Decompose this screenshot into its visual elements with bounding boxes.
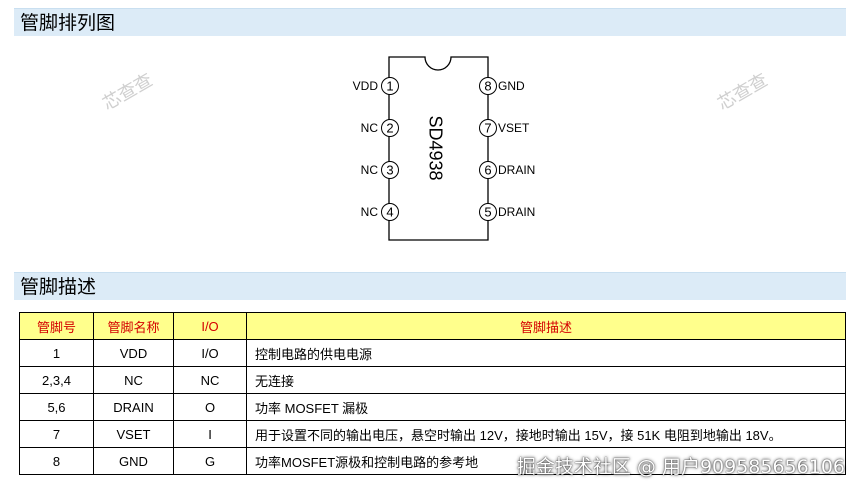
left-pin-2: 2 NC — [361, 119, 399, 137]
left-pin-label: NC — [361, 163, 379, 177]
header-io: I/O — [173, 312, 247, 340]
right-pin-7: 7 VSET — [479, 119, 530, 137]
right-pin-label: GND — [498, 79, 525, 93]
right-pin-label: DRAIN — [498, 205, 535, 219]
cell-pin-name: NC — [93, 366, 174, 394]
cell-description: 无连接 — [246, 366, 846, 394]
left-pin-number: 1 — [386, 79, 393, 94]
right-pin-8: 8 GND — [479, 77, 525, 95]
header-pin-name: 管脚名称 — [93, 312, 174, 340]
cell-pin-number: 8 — [19, 447, 94, 475]
cell-description: 控制电路的供电电源 — [246, 339, 846, 367]
cell-pin-number: 1 — [19, 339, 94, 367]
cell-pin-name: DRAIN — [93, 393, 174, 421]
right-pin-label: DRAIN — [498, 163, 535, 177]
cell-io: I — [173, 420, 247, 448]
left-pin-3: 3 NC — [361, 161, 399, 179]
left-pin-label: NC — [361, 121, 379, 135]
left-pin-number: 2 — [386, 121, 393, 136]
cell-pin-number: 7 — [19, 420, 94, 448]
cell-io: G — [173, 447, 247, 475]
credit-watermark: 掘金技术社区 @ 用户909585656106 — [516, 456, 845, 478]
right-pin-number: 6 — [484, 163, 491, 178]
left-pin-label: NC — [361, 205, 379, 219]
chip-body — [388, 56, 489, 241]
section-title-description: 管脚描述 — [14, 272, 846, 300]
right-pin-number: 8 — [484, 79, 491, 94]
table-row: 1 VDD I/O 控制电路的供电电源 — [19, 339, 846, 367]
chip-pinout-diagram: SD4938 1 VDD 2 NC 3 NC 4 NC 8 GND 7 VSET… — [353, 56, 535, 241]
cell-description: 用于设置不同的输出电压，悬空时输出 12V，接地时输出 15V，接 51K 电阻… — [246, 420, 846, 448]
right-pin-number: 5 — [484, 205, 491, 220]
cell-pin-number: 5,6 — [19, 393, 94, 421]
left-pin-number: 4 — [386, 205, 393, 220]
table-row: 5,6 DRAIN O 功率 MOSFET 漏极 — [19, 393, 846, 421]
right-pin-label: VSET — [498, 121, 530, 135]
left-pin-4: 4 NC — [361, 203, 399, 221]
right-pin-6: 6 DRAIN — [479, 161, 535, 179]
cell-pin-number: 2,3,4 — [19, 366, 94, 394]
cell-io: O — [173, 393, 247, 421]
pin-description-table: 管脚号 管脚名称 I/O 管脚描述 1 VDD I/O 控制电路的供电电源 2,… — [19, 312, 846, 475]
cell-pin-name: VSET — [93, 420, 174, 448]
cell-description: 功率MOSFET源极和控制电路的参考地 — [246, 447, 846, 475]
cell-pin-name: GND — [93, 447, 174, 475]
table-row: 8 GND G 功率MOSFET源极和控制电路的参考地 — [19, 447, 846, 475]
left-pin-1: 1 VDD — [353, 77, 399, 95]
table-row: 7 VSET I 用于设置不同的输出电压，悬空时输出 12V，接地时输出 15V… — [19, 420, 846, 448]
cell-pin-name: VDD — [93, 339, 174, 367]
left-pin-number: 3 — [386, 163, 393, 178]
right-pin-number: 7 — [484, 121, 491, 136]
table-header-row: 管脚号 管脚名称 I/O 管脚描述 — [19, 312, 846, 340]
chip-name: SD4938 — [425, 115, 445, 180]
header-pin-number: 管脚号 — [19, 312, 94, 340]
right-pin-5: 5 DRAIN — [479, 203, 535, 221]
section-title-pinout: 管脚排列图 — [14, 8, 846, 36]
header-description: 管脚描述 — [246, 312, 846, 340]
left-pin-label: VDD — [353, 79, 379, 93]
cell-description: 功率 MOSFET 漏极 — [246, 393, 846, 421]
cell-io: I/O — [173, 339, 247, 367]
cell-io: NC — [173, 366, 247, 394]
table-row: 2,3,4 NC NC 无连接 — [19, 366, 846, 394]
